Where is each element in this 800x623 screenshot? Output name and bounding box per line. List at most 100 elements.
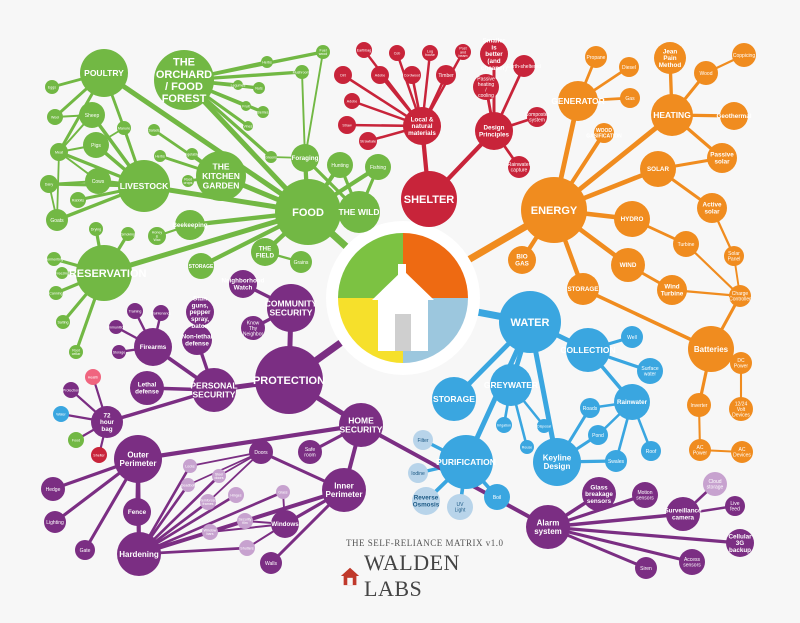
node-circle [91, 406, 123, 438]
node-circle [40, 175, 58, 193]
brand-logo: WALDEN LABS [340, 550, 510, 602]
node-grains: Grains [290, 251, 312, 273]
node-b-health: Health [85, 369, 101, 385]
node-circle [183, 459, 197, 473]
node-storage-f: STORAGE [188, 253, 214, 279]
node-circle [365, 154, 391, 180]
node-circle [47, 252, 61, 266]
node-dairy: Dairy [40, 175, 58, 193]
node-geothermal: Geothermal [717, 102, 752, 130]
node-circle [484, 484, 510, 510]
node-circle [41, 477, 65, 501]
node-circle [687, 393, 711, 417]
node-circle [439, 435, 493, 489]
node-circle [679, 549, 705, 575]
node-circle [508, 156, 530, 178]
node-circle [567, 273, 599, 305]
node-s-adobe: Adobe [371, 66, 389, 84]
node-wood: Wood [694, 61, 718, 85]
edge-food-preservation [101, 209, 311, 276]
node-circle [614, 384, 650, 420]
edge-goats-meat [56, 151, 60, 221]
node-hedge: Hedge [41, 477, 65, 501]
node-circle [182, 325, 212, 355]
node-protection: PROTECTION [253, 346, 325, 414]
node-circle [153, 305, 169, 321]
node-circle [513, 55, 535, 77]
node-circle [261, 56, 273, 68]
node-p-drying: Drying [89, 222, 103, 236]
node-circle [298, 440, 322, 464]
node-circle [582, 477, 616, 511]
node-circle [703, 472, 727, 496]
node-foraging: Foraging [291, 144, 319, 172]
node-mushrooms: Mushrooms [293, 65, 312, 79]
node-circle [344, 93, 360, 109]
node-circle [130, 371, 164, 405]
node-s-adobe2: Adobe [344, 93, 360, 109]
node-circle [117, 121, 131, 135]
node-circle [720, 102, 748, 130]
node-circle [192, 368, 236, 412]
edge-storage_e-batteries [581, 287, 713, 351]
node-circle [202, 524, 218, 540]
node-circle [49, 286, 63, 300]
node-circle [640, 151, 676, 187]
node-circle [725, 496, 745, 516]
node-circle [117, 532, 161, 576]
edge-hardening-h_glass [137, 490, 285, 556]
node-b-protection: Protection [63, 382, 79, 398]
node-circle [475, 112, 513, 150]
edge-food-poultry [101, 70, 311, 215]
node-circle [260, 552, 282, 574]
node-hydro: HYDRO [614, 201, 650, 237]
node-inverter: Inverter [687, 393, 711, 417]
node-circle [611, 248, 645, 282]
edge-foraging-mushrooms [301, 71, 306, 159]
edge-doors-h_locks [189, 451, 262, 467]
node-storage-e: STORAGE [567, 273, 599, 305]
node-circle [228, 487, 244, 503]
node-gas: Gas [620, 88, 640, 108]
node-gate: Gate [75, 540, 95, 560]
node-circle [580, 398, 600, 418]
node-circle [635, 557, 657, 579]
node-circle [620, 88, 640, 108]
node-circle [338, 191, 380, 233]
node-f-training: Training [127, 303, 143, 319]
node-circle [707, 143, 737, 173]
node-circle [56, 315, 70, 329]
node-turbine: Turbine [673, 231, 699, 257]
node-circle [594, 123, 614, 143]
node-shelter: SHELTER [401, 171, 457, 227]
node-circle [694, 61, 718, 85]
node-circle [499, 291, 561, 353]
node-goats: Goats [46, 209, 68, 231]
node-circle [533, 438, 581, 486]
node-circle [537, 419, 551, 433]
node-poultry: POULTRY [80, 49, 128, 97]
node-o-herbs: Herbs [261, 56, 273, 68]
node-circle [241, 101, 251, 111]
node-propane: Propane [585, 46, 607, 68]
node-fence: Fence [123, 498, 151, 526]
node-rabbits: Rabbits [70, 192, 86, 208]
node-o-vines: Vines [243, 121, 253, 131]
node-circle [275, 179, 341, 245]
node-doors: Doors [249, 440, 273, 464]
node-circle [689, 439, 711, 461]
node-circle [729, 285, 751, 307]
